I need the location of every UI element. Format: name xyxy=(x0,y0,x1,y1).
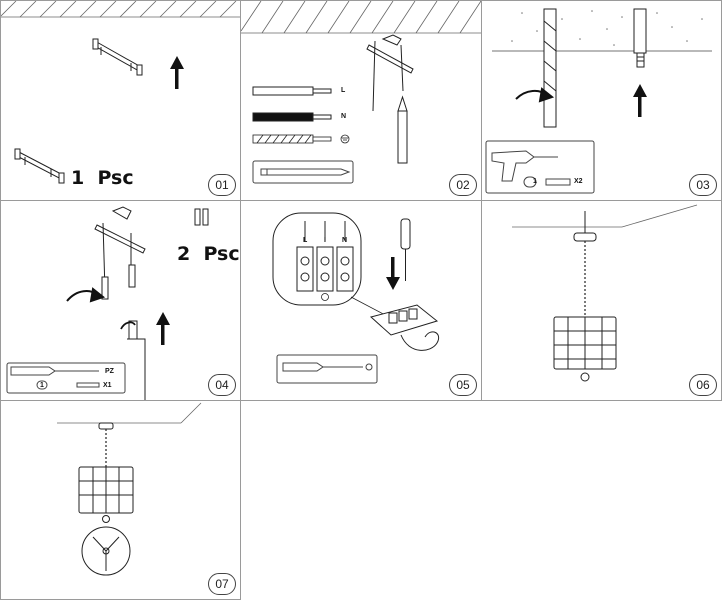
ceiling-bracket xyxy=(366,34,414,112)
step-number: 05 xyxy=(449,374,477,396)
up-arrow xyxy=(170,56,184,89)
step-06-illustration xyxy=(512,204,698,382)
step-number: 02 xyxy=(449,174,477,196)
screw-pair xyxy=(194,208,209,226)
rotate-arrow-small xyxy=(120,321,136,330)
callout-count: X1 xyxy=(103,382,112,389)
earth-icon xyxy=(340,134,350,144)
screwdriver-tool-box xyxy=(6,362,126,394)
diffuser-plate xyxy=(81,526,131,576)
pencil-tool-box xyxy=(252,160,354,184)
step-panel-02: L N 02 xyxy=(240,0,482,201)
canopy xyxy=(98,422,114,430)
ceiling-bracket xyxy=(94,206,146,292)
wire-neutral xyxy=(252,112,332,122)
step-number: 01 xyxy=(208,174,236,196)
callout-qty: 1 xyxy=(40,382,44,389)
terminal-label-neutral: N xyxy=(342,237,348,244)
callout-count: X2 xyxy=(574,178,583,185)
wire-earth xyxy=(252,134,332,144)
up-arrow xyxy=(633,84,647,117)
step-05-illustration xyxy=(272,212,439,384)
wall-plug xyxy=(633,8,647,68)
step-number: 04 xyxy=(208,374,236,396)
ceiling-line xyxy=(57,402,202,424)
step-panel-01: 1 Psc 01 xyxy=(0,0,241,201)
wire-live xyxy=(252,86,332,96)
pencil-marker xyxy=(397,95,408,164)
quantity-label: 2 Psc xyxy=(177,243,240,265)
step-panel-06: 06 xyxy=(481,200,722,401)
terminal-label-earth: I xyxy=(324,237,326,244)
wire-label-neutral: N xyxy=(341,113,347,120)
step-03-illustration xyxy=(485,8,712,194)
screwdriver-tool-box xyxy=(276,354,378,384)
step-01-illustration xyxy=(1,1,240,184)
step-panel-07: 07 xyxy=(0,400,241,600)
wire-label-live: L xyxy=(341,87,346,94)
step-panel-03: 1 X2 03 xyxy=(481,0,722,201)
quantity-label: 1 Psc xyxy=(71,167,134,189)
callout-bit-type: PZ xyxy=(105,368,114,375)
step-number: 07 xyxy=(208,573,236,595)
screw-left xyxy=(101,276,109,300)
step-07-illustration xyxy=(57,402,202,576)
up-arrow xyxy=(156,312,170,345)
step-panel-04: 2 Psc PZ 1 X1 04 xyxy=(0,200,241,401)
step-number: 06 xyxy=(689,374,717,396)
screwdriver xyxy=(400,218,411,281)
ceiling-line xyxy=(512,204,698,228)
terminal-block xyxy=(369,304,439,351)
mounting-bar-bottom xyxy=(14,148,65,184)
step-02-illustration xyxy=(241,1,481,184)
lamp-shade xyxy=(553,316,617,382)
drill-tool-box xyxy=(485,140,595,194)
earth-icon xyxy=(321,293,329,301)
ceiling-texture xyxy=(511,10,703,46)
step-04-illustration xyxy=(6,206,209,400)
canopy xyxy=(573,211,597,242)
terminal-block-magnified xyxy=(272,212,362,306)
rotate-arrow xyxy=(66,287,106,303)
drill-bit xyxy=(543,8,557,128)
step-panel-05: L I N 05 xyxy=(240,200,482,401)
callout-qty: 1 xyxy=(533,178,537,185)
step-number: 03 xyxy=(689,174,717,196)
wall-plug xyxy=(127,320,146,400)
screw-right xyxy=(128,264,136,288)
lamp-shade xyxy=(78,466,134,523)
mounting-bar-top xyxy=(92,38,143,76)
rotate-arrow xyxy=(515,87,555,103)
terminal-label-live: L xyxy=(303,237,308,244)
down-arrow xyxy=(386,257,400,290)
